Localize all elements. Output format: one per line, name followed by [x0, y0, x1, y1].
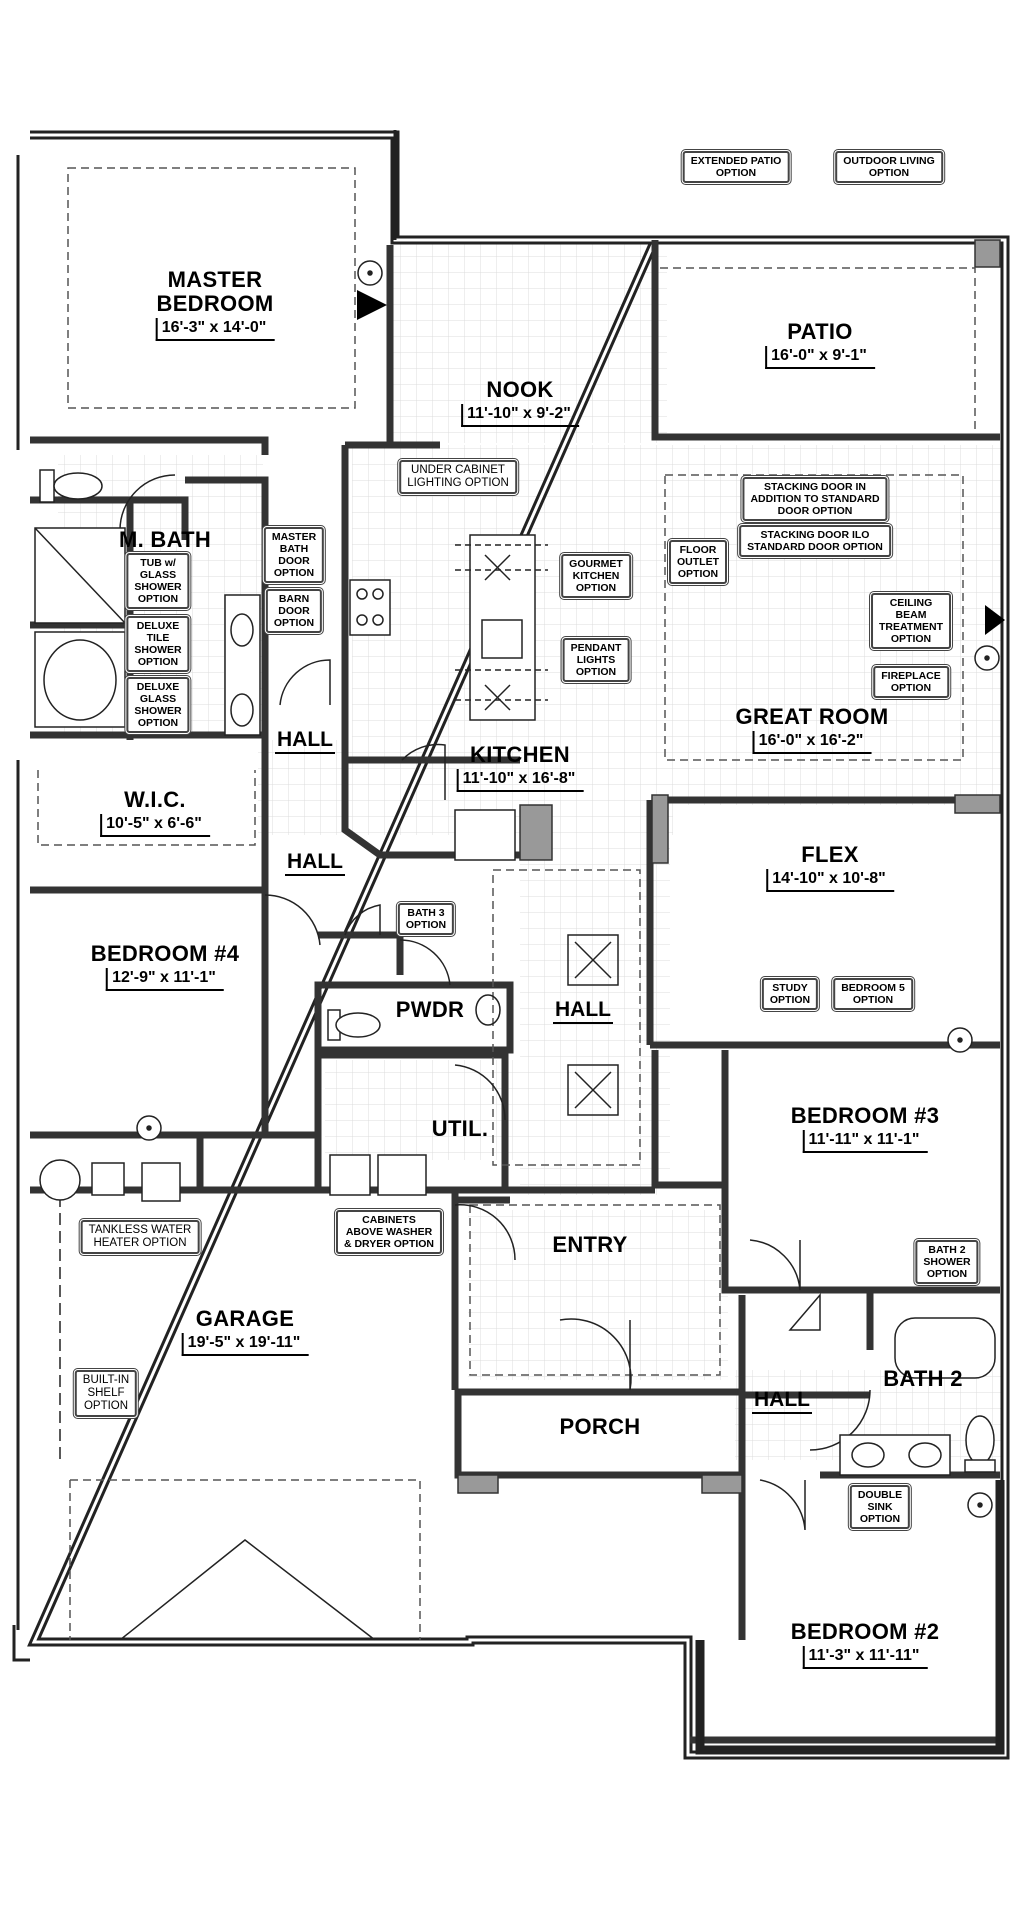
- room-entry: ENTRY: [552, 1233, 627, 1257]
- ceiling-markers: [136, 260, 1000, 1518]
- room-dimensions: 11'-10" x 16'-8": [456, 769, 584, 792]
- option-gourmet-kitchen[interactable]: GOURMET KITCHEN OPTION: [561, 554, 631, 598]
- room-name: PORCH: [559, 1414, 641, 1439]
- option-barn-door[interactable]: BARN DOOR OPTION: [265, 589, 323, 633]
- room-name: UTIL.: [431, 1116, 489, 1141]
- hall-label: HALL: [285, 850, 345, 876]
- room-name: ENTRY: [552, 1232, 628, 1257]
- option-fireplace[interactable]: FIREPLACE OPTION: [873, 666, 949, 698]
- room-dimensions: 16'-3" x 14'-0": [155, 318, 275, 341]
- room-util: UTIL.: [432, 1117, 489, 1141]
- room-porch: PORCH: [560, 1415, 641, 1439]
- option-extended-patio[interactable]: EXTENDED PATIO OPTION: [682, 151, 790, 183]
- room-dimensions: 19'-5" x 19'-11": [181, 1333, 309, 1356]
- room-bedroom-2: BEDROOM #2 11'-3" x 11'-11": [791, 1620, 939, 1669]
- entry-arrows: [357, 290, 1005, 635]
- room-kitchen: KITCHEN 11'-10" x 16'-8": [456, 742, 584, 792]
- room-name: NOOK: [486, 377, 554, 402]
- door-swings: [119, 474, 871, 1531]
- room-master-bedroom: MASTER BEDROOM 16'-3" x 14'-0": [155, 267, 275, 341]
- room-name: PWDR: [395, 997, 465, 1022]
- room-dimensions: 11'-10" x 9'-2": [461, 404, 579, 427]
- option-master-bath-door[interactable]: MASTER BATH DOOR OPTION: [263, 527, 325, 583]
- room-dimensions: 16'-0" x 16'-2": [752, 731, 872, 754]
- room-dimensions: 10'-5" x 6'-6": [100, 814, 210, 837]
- room-bedroom-3: BEDROOM #3 11'-11" x 11'-1": [791, 1104, 939, 1153]
- hall-label: HALL: [275, 728, 335, 754]
- option-tub-glass-shower[interactable]: TUB w/ GLASS SHOWER OPTION: [126, 553, 190, 609]
- option-under-cabinet-lighting[interactable]: UNDER CABINET LIGHTING OPTION: [399, 460, 517, 494]
- option-stacking-door-addition[interactable]: STACKING DOOR IN ADDITION TO STANDARD DO…: [742, 477, 888, 521]
- exterior-walls: [12, 130, 1010, 1760]
- room-name: MASTER BEDROOM: [156, 267, 274, 316]
- room-name: GARAGE: [195, 1306, 295, 1331]
- room-bedroom-4: BEDROOM #4 12'-9" x 11'-1": [91, 942, 239, 991]
- option-deluxe-tile-shower[interactable]: DELUXE TILE SHOWER OPTION: [126, 616, 190, 672]
- option-bath-2-shower[interactable]: BATH 2 SHOWER OPTION: [915, 1240, 979, 1284]
- bath-fixtures: [34, 469, 996, 1476]
- room-name: BEDROOM #4: [90, 941, 240, 966]
- room-name: BEDROOM #2: [790, 1619, 940, 1644]
- room-garage: GARAGE 19'-5" x 19'-11": [181, 1306, 309, 1356]
- option-stacking-door-ilo[interactable]: STACKING DOOR ILO STANDARD DOOR OPTION: [739, 525, 891, 557]
- room-nook: NOOK 11'-10" x 9'-2": [461, 378, 579, 427]
- room-dimensions: 14'-10" x 10'-8": [766, 869, 894, 892]
- option-bath-3[interactable]: BATH 3 OPTION: [397, 903, 455, 935]
- option-ceiling-beam[interactable]: CEILING BEAM TREATMENT OPTION: [871, 593, 951, 649]
- room-patio: PATIO 16'-0" x 9'-1": [765, 320, 875, 369]
- room-pwdr: PWDR: [396, 998, 464, 1022]
- room-name: BEDROOM #3: [790, 1103, 940, 1128]
- structural-posts: [457, 239, 1001, 1494]
- room-dimensions: 11'-3" x 11'-11": [802, 1646, 928, 1669]
- option-deluxe-glass-shower[interactable]: DELUXE GLASS SHOWER OPTION: [126, 677, 190, 733]
- option-cabinets-above-washer[interactable]: CABINETS ABOVE WASHER & DRYER OPTION: [335, 1210, 443, 1254]
- option-double-sink[interactable]: DOUBLE SINK OPTION: [849, 1485, 911, 1529]
- room-name: W.I.C.: [124, 787, 186, 812]
- hall-label: HALL: [553, 998, 613, 1024]
- bedroom2-exterior: [695, 1480, 1005, 1755]
- room-flex: FLEX 14'-10" x 10'-8": [766, 843, 894, 892]
- room-name: FLEX: [801, 842, 859, 867]
- room-name: KITCHEN: [470, 742, 570, 767]
- patio-outline: [37, 167, 976, 1640]
- hall-label: HALL: [752, 1388, 812, 1414]
- room-name: GREAT ROOM: [735, 704, 889, 729]
- room-name: PATIO: [787, 319, 853, 344]
- room-wic: W.I.C. 10'-5" x 6'-6": [100, 788, 210, 837]
- room-great-room: GREAT ROOM 16'-0" x 16'-2": [736, 705, 889, 754]
- option-outdoor-living[interactable]: OUTDOOR LIVING OPTION: [835, 151, 943, 183]
- room-name: BATH 2: [883, 1366, 963, 1391]
- room-m-bath: M. BATH: [119, 528, 211, 552]
- room-dimensions: 11'-11" x 11'-1": [802, 1130, 928, 1153]
- option-built-in-shelf[interactable]: BUILT-IN SHELF OPTION: [74, 1370, 138, 1417]
- option-tankless-water-heater[interactable]: TANKLESS WATER HEATER OPTION: [80, 1220, 200, 1254]
- option-bedroom-5[interactable]: BEDROOM 5 OPTION: [833, 978, 913, 1010]
- room-name: M. BATH: [118, 527, 212, 552]
- garage-door-swing: [59, 1195, 376, 1641]
- room-dimensions: 16'-0" x 9'-1": [765, 346, 875, 369]
- room-dimensions: 12'-9" x 11'-1": [106, 968, 224, 991]
- option-study[interactable]: STUDY OPTION: [761, 978, 819, 1010]
- room-bath-2: BATH 2: [883, 1367, 963, 1391]
- option-pendant-lights[interactable]: PENDANT LIGHTS OPTION: [562, 638, 630, 682]
- option-floor-outlet[interactable]: FLOOR OUTLET OPTION: [669, 540, 727, 584]
